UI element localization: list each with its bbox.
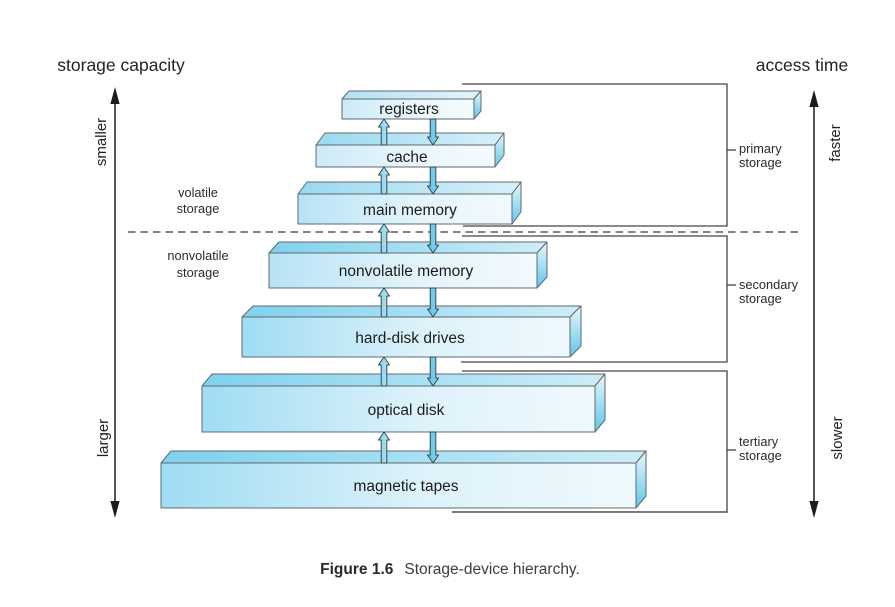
box-top-face [160,450,647,464]
box-registers: registers [341,90,482,120]
magnetic-tapes-label: magnetic tapes [353,478,458,495]
down-arrow-icon [427,118,439,146]
up-arrow-icon [378,166,390,195]
up-arrowhead-icon [110,87,120,104]
transfer-arrows [378,118,439,464]
primary-storage-label-line1: primary [739,141,782,156]
smaller-label: smaller [93,118,110,166]
primary-storage-bracket: primary storage [462,83,782,227]
secondary-storage-label-line1: secondary [739,277,799,292]
nonvolatile-label-line2: storage [177,265,220,280]
box-nonvolatile-memory: nonvolatile memory [268,241,548,289]
box-front-face [315,144,496,168]
storage-capacity-axis: smaller larger [93,87,120,518]
box-top-face [201,373,606,387]
access-time-title: access time [756,55,848,75]
box-front-face [160,462,637,509]
nonvolatile-label-line1: nonvolatile [167,248,228,263]
figure-caption-number: Figure 1.6 [320,561,394,578]
box-front-face [241,316,571,358]
up-arrow-icon [378,287,390,318]
cache-label: cache [386,149,427,166]
down-arrow-icon [427,356,439,387]
box-front-face [341,98,475,120]
box-front-face [201,385,596,433]
box-cache: cache [315,132,505,168]
access-time-axis: faster slower [809,90,846,518]
tertiary-storage-label-line1: tertiary [739,434,779,449]
nonvolatile-memory-label: nonvolatile memory [339,263,474,280]
down-arrow-icon [427,431,439,464]
slower-label: slower [829,416,846,459]
volatile-label-line1: volatile [178,185,218,200]
volatile-storage-label: volatile storage [177,185,220,216]
box-optical-disk: optical disk [201,373,606,433]
tertiary-storage-label-line2: storage [739,448,782,463]
up-arrow-icon [378,356,390,387]
storage-capacity-title: storage capacity [57,55,185,75]
main-memory-label: main memory [363,202,457,219]
up-arrow-icon [378,223,390,254]
box-magnetic-tapes: magnetic tapes [160,450,647,509]
box-main-memory: main memory [297,181,522,225]
box-top-face [241,305,582,318]
box-hard-disk-drives: hard-disk drives [241,305,582,358]
hard-disk-drives-label: hard-disk drives [355,330,465,347]
registers-label: registers [379,101,439,118]
box-top-face [268,241,548,254]
down-arrow-icon [427,223,439,254]
down-arrowhead-icon [110,501,120,518]
figure-caption-text: Storage-device hierarchy. [404,561,579,578]
nonvolatile-storage-label: nonvolatile storage [167,248,228,280]
secondary-storage-bracket: secondary storage [461,235,799,363]
primary-storage-label-line2: storage [739,155,782,170]
down-arrow-icon [427,166,439,195]
box-front-face [297,193,513,225]
down-arrow-icon [427,287,439,318]
figure-caption: Figure 1.6 Storage-device hierarchy. [320,561,580,578]
larger-label: larger [95,419,112,457]
up-arrow-icon [378,431,390,464]
faster-label: faster [827,124,844,162]
volatile-label-line2: storage [177,201,220,216]
up-arrowhead-icon [809,90,819,107]
box-front-face [268,252,538,289]
down-arrowhead-icon [809,501,819,518]
secondary-storage-label-line2: storage [739,291,782,306]
box-top-face [315,132,505,146]
box-top-face [297,181,522,195]
box-top-face [341,90,482,100]
tertiary-storage-bracket: tertiary storage [452,370,782,513]
up-arrow-icon [378,118,390,146]
optical-disk-label: optical disk [368,402,445,419]
